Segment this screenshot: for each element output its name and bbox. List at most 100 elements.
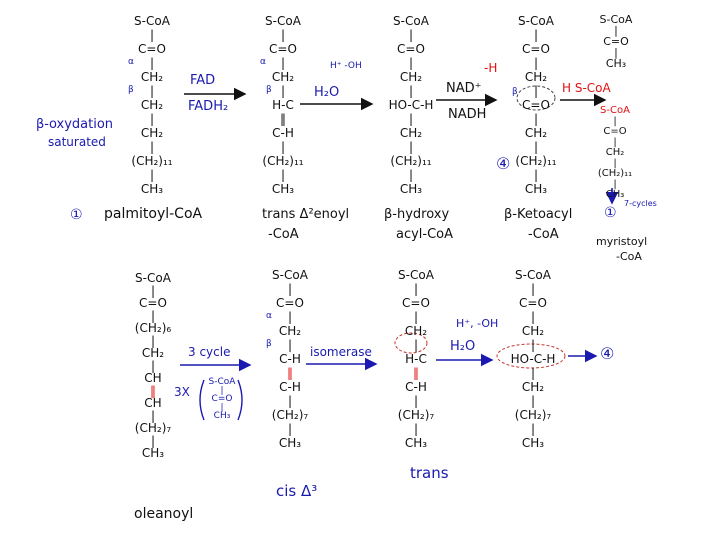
formula-line: | [150,408,156,423]
formula-line: | [533,84,539,98]
formula-line: | [280,84,286,98]
formula-line: CH₂ [399,126,423,140]
water-label-bottom: H₂O [450,339,476,354]
formula-line: | [280,28,286,42]
formula-line: CH₂ [140,98,164,112]
formula-line: | [533,168,539,182]
formula-line: | [287,310,293,324]
trans-label: trans [410,464,449,482]
formula-line: (CH₂)₁₁ [131,154,173,168]
step-number-four: ④ [496,154,511,173]
formula-line: S-CoA [599,13,633,26]
formula-line: CH₂ [524,126,548,140]
hydroxyacyl-label-line1: β-hydroxy [384,207,450,222]
beta-marker: β [266,85,272,95]
formula-line: S-CoA [265,14,301,28]
cycles-label: 7-cycles [624,199,657,208]
formula-line: | [150,358,156,373]
formula-line: (CH₂)₆ [134,321,172,335]
formula-line: | [287,282,293,296]
formula-line: CH₂ [271,70,295,84]
side-label-line1: β-oxydation [36,117,114,132]
myristoyl-label-line2: -CoA [616,250,642,263]
formula-line: H-C [272,98,294,112]
formula-line: C=O [139,296,167,310]
formula-line: C=O [522,42,550,56]
formula-line: HO-C-H [510,352,556,366]
formula-line: CH₃ [140,182,164,196]
fad-label: FAD [190,73,216,88]
formula-line: CH₃ [404,436,428,450]
formula-line: C=O [522,98,550,112]
formula-line: HO-C-H [388,98,434,112]
formula-line: S-CoA [272,268,308,282]
formula-line: S-CoA [134,14,170,28]
formula-line: | [408,28,414,42]
formula-line: | [408,56,414,70]
formula-line: | [220,402,224,413]
formula-line: S-CoA [135,271,171,285]
hydroxy-intermediate-chain: S-CoA | C=O | CH₂ | HO-C-H | CH₂ | (CH₂)… [500,268,566,450]
trans-enoyl-chain: S-CoA | C=O | CH₂ | H-C ‖ C-H | (CH₂)₁₁ … [256,14,310,196]
formula-line: CH [144,396,162,410]
myristoyl-chain: S-CoA | C=O | CH₂ | (CH₂)₁₁ | CH₃ [594,105,636,201]
ketone-highlight-circle [516,85,556,111]
three-cycle-label: 3 cycle [188,345,231,359]
oleanoyl-label: oleanoyl [134,506,194,522]
formula-line: | [408,140,414,154]
formula-line: C=O [276,296,304,310]
beta-marker: β [266,339,272,349]
formula-line: H-C [405,352,427,366]
formula-line: | [280,140,286,154]
formula-line: S-CoA [393,14,429,28]
formula-line: | [533,112,539,126]
formula-line: CH₂ [521,324,545,338]
formula-line: (CH₂)₁₁ [597,168,633,179]
formula-line: | [530,366,536,380]
acetyl-bracket-left [199,379,205,421]
formula-line: (CH₂)₇ [397,408,435,422]
formula-line: CH₂ [278,324,302,338]
formula-line: C-H [279,380,301,394]
formula-line: C=O [138,42,166,56]
formula-line: ‖ [287,366,293,380]
formula-line: (CH₂)₇ [514,408,552,422]
formula-line: C-H [405,380,427,394]
formula-line: | [408,84,414,98]
alpha-marker: α [128,57,134,67]
formula-line: S-CoA [398,268,434,282]
trans-intermediate-chain: S-CoA | C=O | CH₂ | H-C ‖ C-H | (CH₂)₇ |… [388,268,444,450]
formula-line: | [280,168,286,182]
formula-line: CH₂ [521,380,545,394]
step-number-four-target: ④ [600,344,615,363]
formula-line: | [149,28,155,42]
formula-line: | [530,394,536,408]
formula-line: | [408,168,414,182]
beta-marker: β [128,85,134,95]
alpha-marker: α [260,57,266,67]
formula-line: | [613,178,617,190]
formula-line: | [149,84,155,98]
myristoyl-label-line1: myristoyl [596,235,648,248]
formula-line: | [150,308,156,323]
formula-line: CH₂ [141,346,165,360]
isomerase-label: isomerase [310,345,372,359]
formula-line: | [150,433,156,448]
formula-line: CH₂ [140,70,164,84]
formula-line: CH₃ [605,189,625,200]
hydrogen-removed-label: -H [484,61,498,75]
formula-line: CH₂ [404,324,428,338]
nadh-label: NADH [448,107,487,122]
formula-line: (CH₂)₁₁ [390,154,432,168]
formula-line: | [150,283,156,298]
formula-line: | [150,333,156,348]
formula-line: CH [144,371,162,385]
formula-line: ‖ [280,112,286,126]
trans-enoyl-label-line2: -CoA [268,227,299,242]
ketoacyl-label-line2: -CoA [528,227,559,242]
palmitoyl-label: palmitoyl-CoA [104,206,203,222]
formula-line: | [413,394,419,408]
formula-line: | [287,422,293,436]
formula-line: ‖ [413,366,419,380]
